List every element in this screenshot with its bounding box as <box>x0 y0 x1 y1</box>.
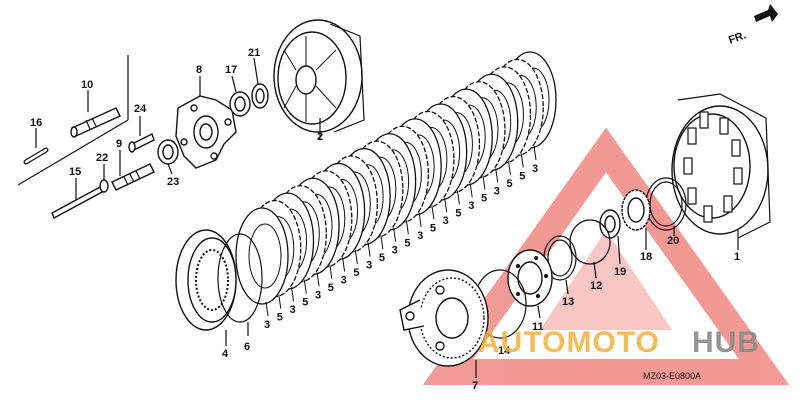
callout-19: 19 <box>614 266 626 278</box>
plate-leader-line <box>380 235 384 250</box>
plate-callout: 5 <box>519 170 525 182</box>
plate-callout: 5 <box>277 312 283 324</box>
plate-leader-line <box>278 294 282 309</box>
plate-callout: 3 <box>532 163 538 175</box>
callout-15: 15 <box>69 166 81 178</box>
plate-leader-line <box>418 212 422 227</box>
lifter-plate-8 <box>175 76 237 169</box>
plate-callout: 5 <box>353 267 359 279</box>
callout-20: 20 <box>667 235 679 247</box>
callout-23: 23 <box>167 176 179 188</box>
plate-callout: 5 <box>481 193 487 205</box>
plate-callout: 3 <box>417 230 423 242</box>
bearing-23 <box>157 139 179 175</box>
plate-leader-line <box>303 279 307 294</box>
callout-16: 16 <box>30 117 42 129</box>
callout-21: 21 <box>248 47 260 59</box>
plate-callout: 3 <box>366 260 372 272</box>
plate-leader-line <box>456 190 460 205</box>
plate-leader-line <box>405 220 409 235</box>
callout-2: 2 <box>317 131 323 143</box>
clutch-plate-stack <box>235 51 557 305</box>
drawing-code: MZ03-E0800A <box>643 371 701 381</box>
clutch-plate <box>235 207 289 305</box>
pressure-plate-2 <box>273 19 365 140</box>
plate-callout: 3 <box>341 274 347 286</box>
washer-21 <box>251 57 269 109</box>
shaft-9 <box>111 150 155 191</box>
plate-callout: 3 <box>468 200 474 212</box>
plate-callout: 3 <box>264 319 270 331</box>
plate-leader-line <box>265 301 269 317</box>
judder-spring-11 <box>507 249 553 319</box>
plate-leader-line <box>367 242 371 257</box>
watermark-brand-right: HUB <box>692 326 760 359</box>
front-direction-arrow: FR. <box>727 4 778 47</box>
plate-callout: 5 <box>404 237 410 249</box>
damper-spring-6 <box>217 233 263 336</box>
shaft-10 <box>70 90 121 138</box>
plate-leader-line <box>431 205 435 220</box>
callout-4: 4 <box>222 348 229 360</box>
bracket-lines <box>17 55 129 186</box>
callout-9: 9 <box>116 138 122 150</box>
plate-leader-line <box>507 160 511 175</box>
callout-13: 13 <box>562 296 574 308</box>
plate-callout: 5 <box>328 282 334 294</box>
callout-11: 11 <box>532 321 544 333</box>
callout-12: 12 <box>590 280 602 292</box>
callout-24: 24 <box>134 103 147 115</box>
rod-15 <box>51 178 105 219</box>
plate-leader-line <box>354 249 358 265</box>
callout-6: 6 <box>244 341 250 353</box>
plate-leader-line <box>520 153 524 168</box>
callout-7: 7 <box>472 380 478 392</box>
plate-leader-line <box>482 175 486 190</box>
friction-disc-4 <box>175 229 237 346</box>
callout-18: 18 <box>640 251 652 263</box>
plate-leader-line <box>316 272 320 287</box>
plate-callout: 5 <box>302 297 308 309</box>
washer-22 <box>99 164 109 193</box>
bolt-24 <box>128 116 155 153</box>
plate-leader-line <box>342 257 346 272</box>
plate-leader-line <box>444 197 448 213</box>
callout-22: 22 <box>96 152 108 164</box>
plate-callout: 3 <box>443 215 449 227</box>
clutch-outer-1 <box>671 93 771 250</box>
watermark-logo: AUTOMOTO HUB <box>478 326 760 359</box>
callout-numbers: 1 2 4 6 7 8 9 10 11 12 13 14 15 16 17 18… <box>30 47 740 392</box>
plate-callout: 5 <box>455 208 461 220</box>
plate-callout: 5 <box>379 252 385 264</box>
bearing-17 <box>229 75 251 117</box>
plate-callout: 5 <box>506 178 512 190</box>
pin-16 <box>23 128 49 165</box>
plate-callout: 3 <box>392 245 398 257</box>
gear-nut-18 <box>621 189 651 250</box>
direction-label: FR. <box>727 29 748 46</box>
plate-leader-line <box>329 264 333 279</box>
clutch-center-7 <box>399 269 489 378</box>
plate-callout: 3 <box>315 289 321 301</box>
wire-ring-12 <box>569 219 611 279</box>
plate-leader-line <box>291 287 295 302</box>
callout-8: 8 <box>196 64 202 76</box>
callout-1: 1 <box>734 251 740 263</box>
plate-leader-line <box>533 145 537 161</box>
callout-14: 14 <box>498 345 511 357</box>
callout-17: 17 <box>225 64 237 76</box>
plate-leader-line <box>495 168 499 183</box>
plate-callout: 3 <box>494 185 500 197</box>
plate-callout: 3 <box>290 304 296 316</box>
plate-leader-line <box>469 183 473 198</box>
callout-10: 10 <box>81 79 93 91</box>
plate-leader-line <box>393 227 397 242</box>
watermark-brand-left: AUTOMOTO <box>478 326 660 359</box>
plate-callout: 5 <box>430 222 436 234</box>
